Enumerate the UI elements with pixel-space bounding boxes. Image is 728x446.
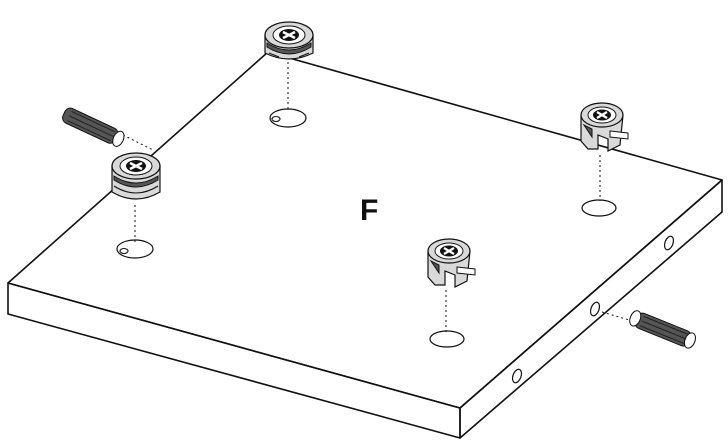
cam-lock-center (428, 239, 475, 287)
cam-lock-right (581, 103, 628, 151)
cam-hole (270, 109, 306, 127)
top-holes (117, 109, 616, 347)
side-hole (511, 368, 523, 384)
side-holes (511, 235, 675, 384)
cam-lock-left (112, 153, 160, 199)
panel-label: F (360, 194, 378, 227)
dowel-right (628, 309, 698, 350)
side-hole (663, 235, 675, 251)
cam-lock-top (265, 22, 313, 59)
dowel-left (61, 106, 127, 148)
side-hole (589, 301, 601, 317)
guide-lines (123, 62, 636, 332)
cam-hole (582, 200, 616, 216)
guide-line (123, 135, 153, 150)
panel-front-face (8, 283, 460, 438)
cam-hole (430, 331, 464, 347)
